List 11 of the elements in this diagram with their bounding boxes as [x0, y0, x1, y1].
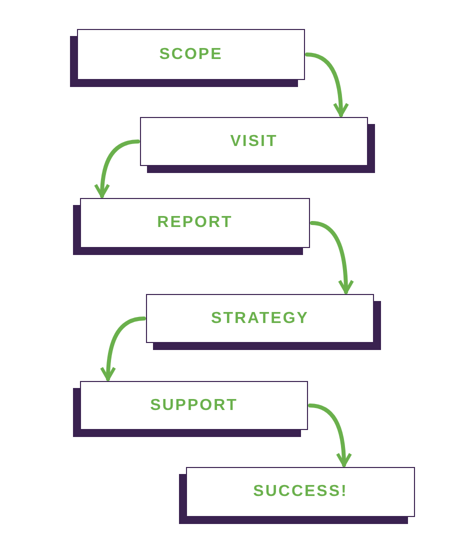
curved-arrow: [100, 316, 146, 381]
step-label: REPORT: [157, 214, 233, 232]
step-label: SUCCESS!: [253, 483, 348, 501]
curved-arrow: [305, 52, 349, 117]
curved-arrow: [308, 404, 352, 467]
step-label: VISIT: [230, 132, 278, 150]
step-label: STRATEGY: [211, 310, 309, 328]
curved-arrow: [310, 221, 354, 294]
curved-arrow: [94, 140, 140, 198]
step-label: SCOPE: [159, 46, 223, 64]
step-label: SUPPORT: [150, 396, 238, 414]
